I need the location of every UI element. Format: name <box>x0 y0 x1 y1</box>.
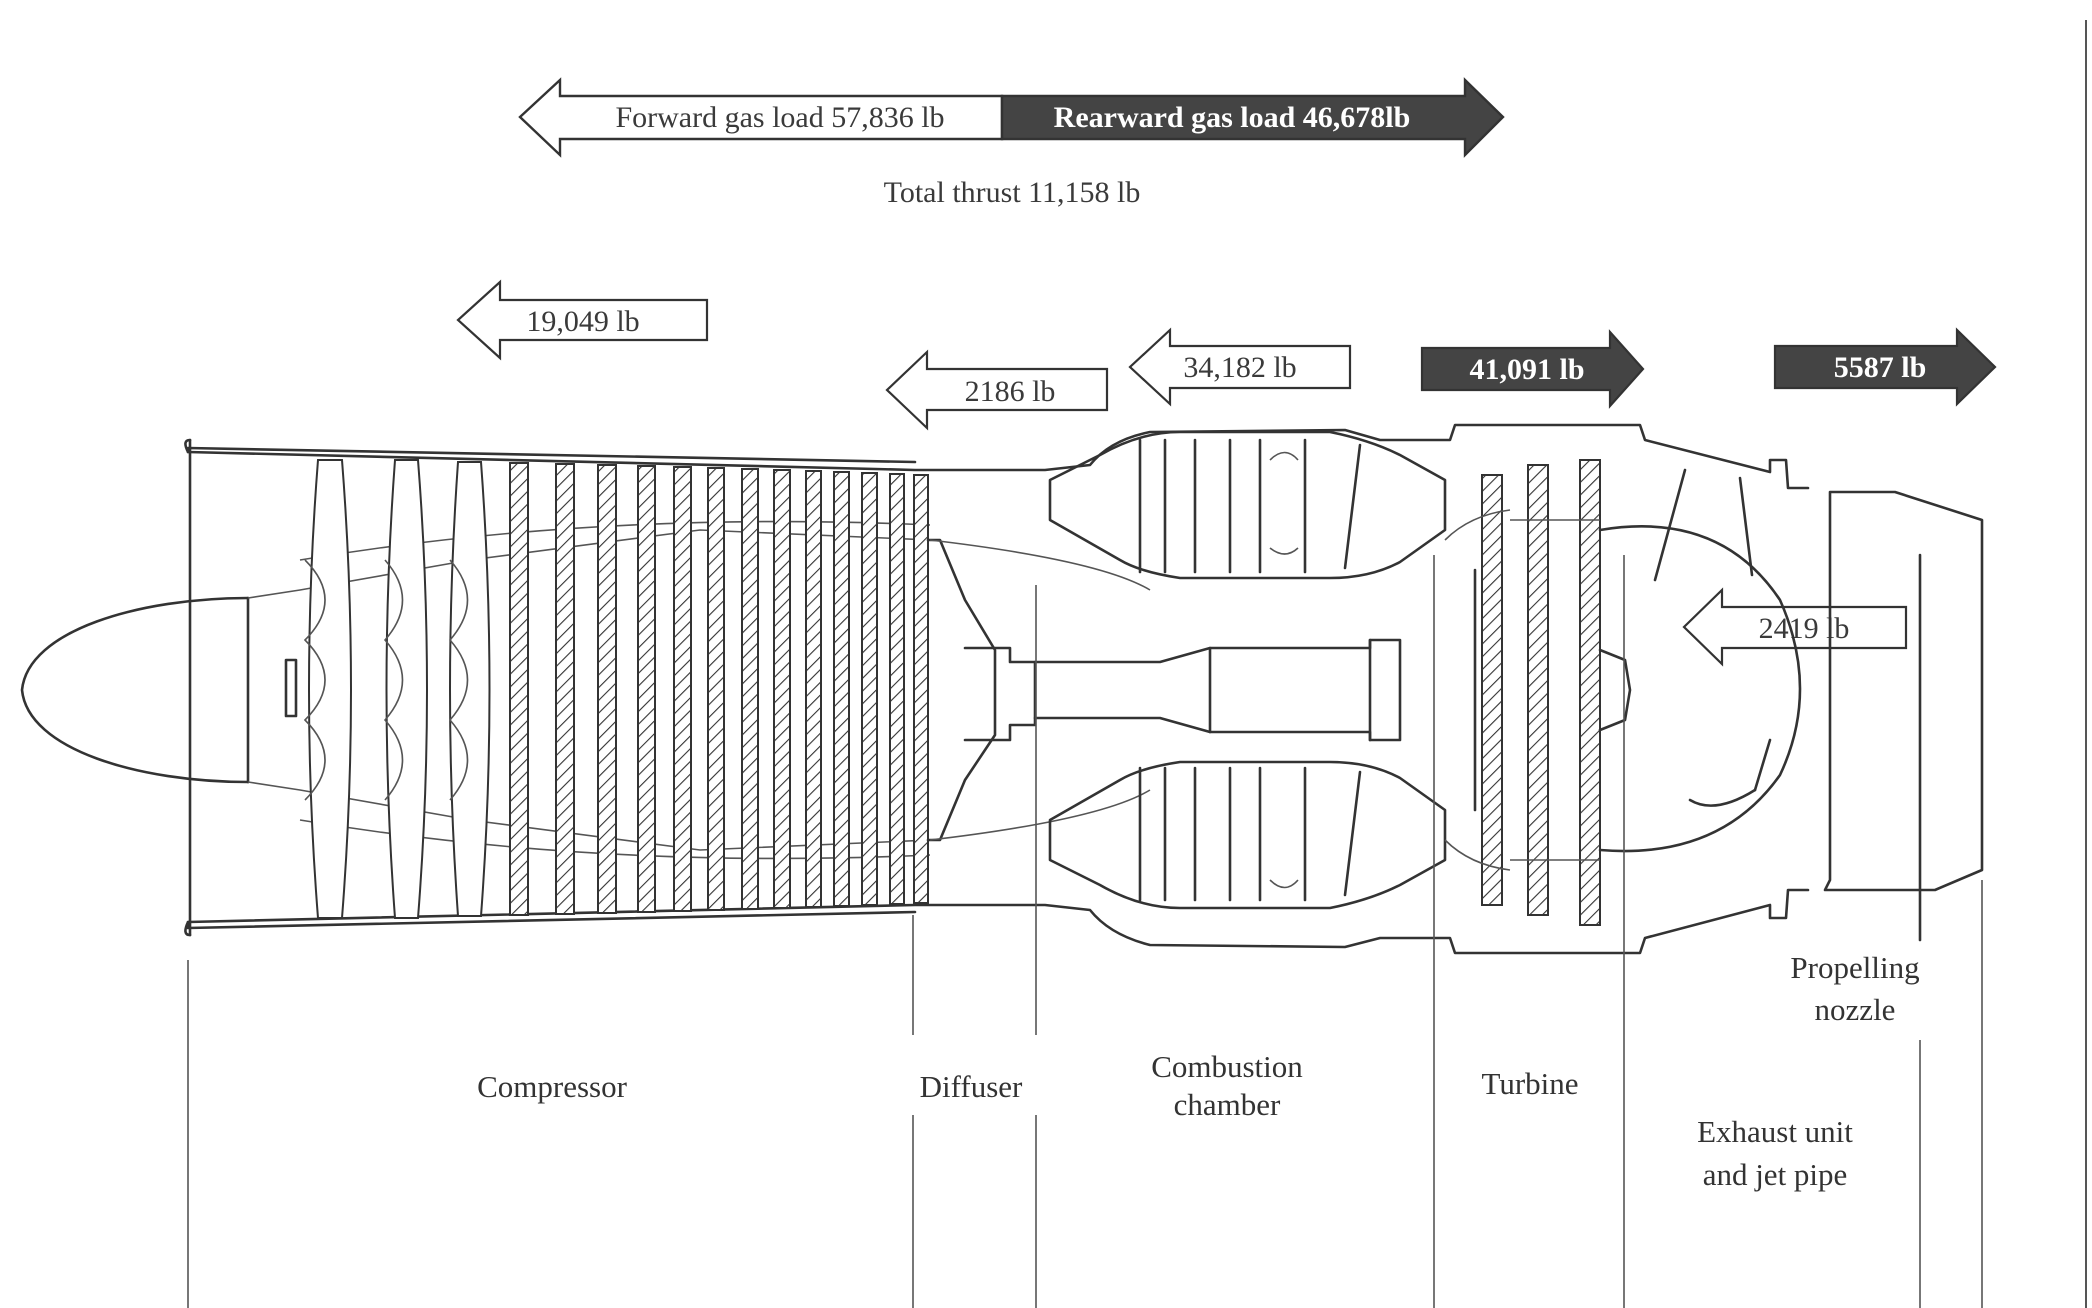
diffuser-and-shaft <box>926 538 1402 842</box>
combustion-load-label: 34,182 lb <box>1183 351 1296 384</box>
diffuser-load-label: 2186 lb <box>965 375 1056 408</box>
nozzle-section-label-line2: nozzle <box>1815 992 1896 1027</box>
total-thrust-label: Total thrust 11,158 lb <box>884 176 1141 209</box>
nozzle-load-label: 5587 lb <box>1834 351 1927 384</box>
compressor-casing-top <box>184 423 1810 490</box>
combustion-section-label-line1: Combustion <box>1151 1049 1303 1084</box>
compressor-load-label: 19,049 lb <box>526 305 639 338</box>
turbine-load-label: 41,091 lb <box>1469 353 1584 386</box>
exhaust-load-label: 2419 lb <box>1759 612 1850 645</box>
compressor-front-blades <box>284 459 491 919</box>
exhaust-load-arrow <box>1682 587 1908 667</box>
compressor-section-label: Compressor <box>477 1069 628 1104</box>
combustion-chamber-bottom <box>1048 760 1447 910</box>
compressor-load-arrow <box>456 279 709 361</box>
turbine-stages <box>1444 459 1632 926</box>
combustion-chamber-top <box>1048 430 1447 580</box>
combustion-section-label-line2: chamber <box>1174 1087 1281 1122</box>
nozzle-load-arrow <box>1773 327 1997 407</box>
compressor-casing-bottom <box>184 888 1810 955</box>
exhaust-section-label-line1: Exhaust unit <box>1697 1114 1853 1149</box>
diffuser-section-label: Diffuser <box>920 1069 1023 1104</box>
compressor-hatched-stages <box>509 462 929 916</box>
nose-cone <box>20 596 250 784</box>
forward-gas-load-label: Forward gas load 57,836 lb <box>615 101 944 134</box>
propelling-nozzle <box>1823 490 1984 942</box>
nozzle-section-label-line1: Propelling <box>1790 950 1919 985</box>
turbine-section-label: Turbine <box>1481 1066 1578 1101</box>
engine-cross-section <box>20 423 1984 955</box>
section-dividers <box>187 555 1983 1308</box>
exhaust-unit <box>1598 468 1802 853</box>
rearward-gas-load-arrow <box>1000 77 1505 158</box>
rearward-gas-load-label: Rearward gas load 46,678lb <box>1054 101 1411 134</box>
diffuser-load-arrow <box>885 349 1109 431</box>
exhaust-section-label-line2: and jet pipe <box>1703 1157 1848 1192</box>
forward-gas-load-arrow <box>518 77 1004 158</box>
turbine-load-arrow <box>1420 329 1645 409</box>
combustion-load-arrow <box>1128 327 1352 407</box>
